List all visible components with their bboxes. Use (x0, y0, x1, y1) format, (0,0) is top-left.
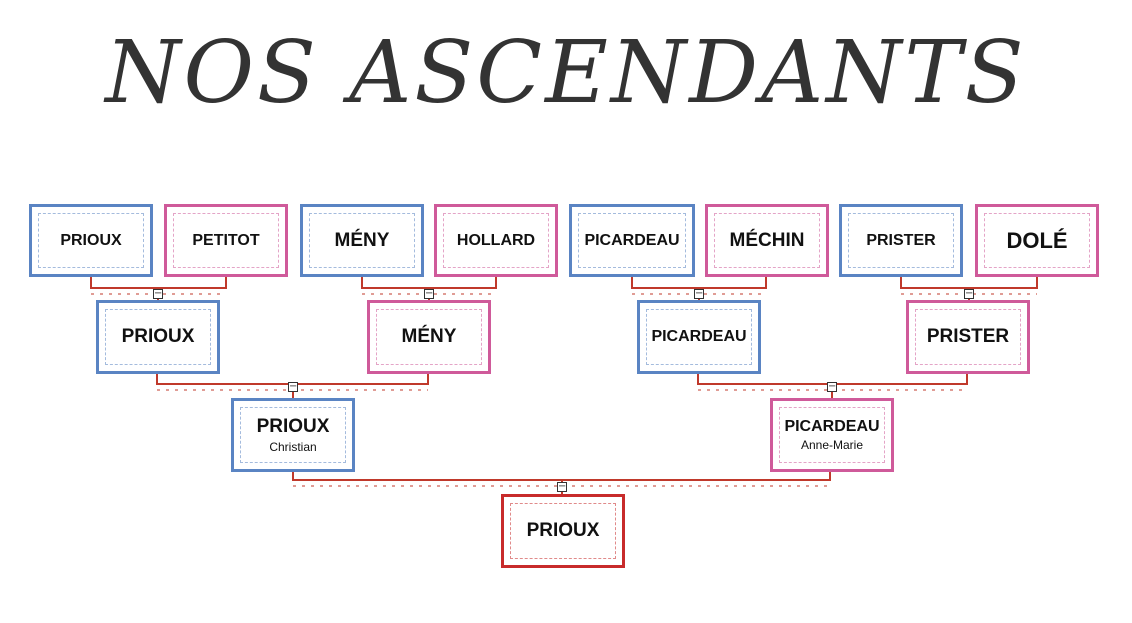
person-box-great-grandparent-5[interactable]: PICARDEAU (569, 204, 695, 277)
surname-label: MÉNY (334, 229, 390, 251)
page-title: NOS ASCENDANTS (105, 23, 1027, 123)
collapse-toggle[interactable]: − (153, 288, 163, 299)
surname-label: PRIOUX (526, 520, 600, 541)
surname-label: PRIOUX (121, 326, 195, 347)
surname-label: PICARDEAU (584, 231, 680, 249)
person-box-grandparent-1[interactable]: PRIOUX (96, 300, 220, 374)
person-box-great-grandparent-2[interactable]: PETITOT (164, 204, 288, 277)
surname-label: PRIOUX (256, 416, 330, 437)
collapse-toggle[interactable]: − (964, 288, 974, 299)
person-box-great-grandparent-6[interactable]: MÉCHIN (705, 204, 829, 277)
person-box-root[interactable]: PRIOUX (501, 494, 625, 568)
surname-label: PRISTER (926, 326, 1010, 347)
surname-label: MÉCHIN (729, 229, 805, 251)
collapse-toggle[interactable]: − (827, 381, 837, 392)
collapse-toggle[interactable]: − (424, 288, 434, 299)
person-box-father[interactable]: PRIOUX Christian (231, 398, 355, 472)
person-box-great-grandparent-8[interactable]: DOLÉ (975, 204, 1099, 277)
given-name-label: Christian (269, 440, 317, 454)
person-box-mother[interactable]: PICARDEAU Anne-Marie (770, 398, 894, 472)
person-box-great-grandparent-7[interactable]: PRISTER (839, 204, 963, 277)
person-box-great-grandparent-1[interactable]: PRIOUX (29, 204, 153, 277)
surname-label: PICARDEAU (784, 418, 880, 435)
collapse-toggle[interactable]: − (557, 481, 567, 492)
given-name-label: Anne-Marie (800, 438, 864, 452)
surname-label: HOLLARD (456, 231, 536, 249)
person-box-grandparent-3[interactable]: PICARDEAU (637, 300, 761, 374)
collapse-toggle[interactable]: − (288, 381, 298, 392)
person-box-great-grandparent-4[interactable]: HOLLARD (434, 204, 558, 277)
surname-label: MÉNY (401, 326, 457, 347)
surname-label: PICARDEAU (651, 328, 747, 345)
surname-label: PRIOUX (60, 231, 122, 249)
surname-label: PRISTER (866, 231, 936, 249)
collapse-toggle[interactable]: − (694, 288, 704, 299)
surname-label: PETITOT (192, 231, 260, 249)
person-box-grandparent-4[interactable]: PRISTER (906, 300, 1030, 374)
person-box-grandparent-2[interactable]: MÉNY (367, 300, 491, 374)
person-box-great-grandparent-3[interactable]: MÉNY (300, 204, 424, 277)
surname-label: DOLÉ (1006, 227, 1068, 253)
